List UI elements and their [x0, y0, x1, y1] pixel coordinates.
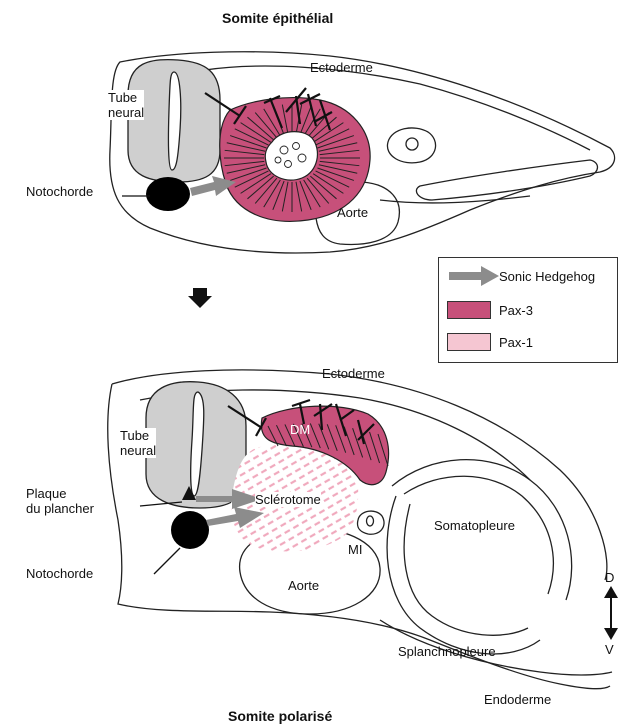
legend-item-pax3: Pax-3 — [447, 298, 533, 322]
bottom-label-sclerotome: Sclérotome — [255, 492, 321, 507]
legend: Sonic Hedgehog Pax-3 Pax-1 — [438, 257, 618, 363]
pax3-swatch — [447, 301, 491, 319]
legend-item-shh: Sonic Hedgehog — [447, 264, 595, 288]
top-mi-outer — [387, 128, 435, 163]
bottom-label-plaque: Plaque du plancher — [26, 486, 94, 516]
top-notochord — [146, 177, 190, 211]
legend-label-pax3: Pax-3 — [499, 303, 533, 318]
top-mi-inner — [406, 138, 418, 150]
bottom-label-splanchnopleure: Splanchnopleure — [398, 644, 496, 659]
bottom-label-endoderme: Endoderme — [484, 692, 551, 707]
top-label-tube-neural: Tube neural — [108, 90, 144, 120]
top-lateral-plate — [416, 160, 597, 200]
bottom-label-tube-neural: Tube neural — [120, 428, 156, 458]
bottom-label-somatopleure: Somatopleure — [434, 518, 515, 533]
top-somite — [220, 98, 370, 222]
title-top: Somite épithélial — [222, 10, 333, 26]
bottom-notochord — [171, 511, 209, 549]
bottom-label-notochorde: Notochorde — [26, 566, 93, 581]
shh-arrow-icon — [447, 266, 499, 286]
bottom-notochord-leader — [154, 548, 180, 574]
legend-label-pax1: Pax-1 — [499, 335, 533, 350]
pax1-swatch — [447, 333, 491, 351]
axis-label-ventral: V — [605, 642, 614, 657]
transition-arrow — [188, 288, 212, 308]
bottom-mi-outer — [357, 511, 384, 534]
bottom-label-mi: MI — [348, 542, 362, 557]
top-label-aorte: Aorte — [337, 205, 368, 220]
bottom-label-dm: DM — [290, 422, 310, 437]
axis-label-dorsal: D — [605, 570, 614, 585]
top-label-notochorde: Notochorde — [26, 184, 93, 199]
bottom-label-aorte: Aorte — [288, 578, 319, 593]
top-lateral-lower — [380, 196, 530, 203]
legend-item-pax1: Pax-1 — [447, 330, 533, 354]
legend-label-shh: Sonic Hedgehog — [499, 269, 595, 284]
title-bottom: Somite polarisé — [228, 708, 332, 724]
bottom-label-ectoderme: Ectoderme — [322, 366, 385, 381]
dv-axis-arrow — [604, 586, 618, 640]
bottom-mi-inner — [367, 516, 374, 526]
bottom-somatopleure-inner — [404, 476, 553, 594]
top-label-ectoderme: Ectoderme — [310, 60, 373, 75]
